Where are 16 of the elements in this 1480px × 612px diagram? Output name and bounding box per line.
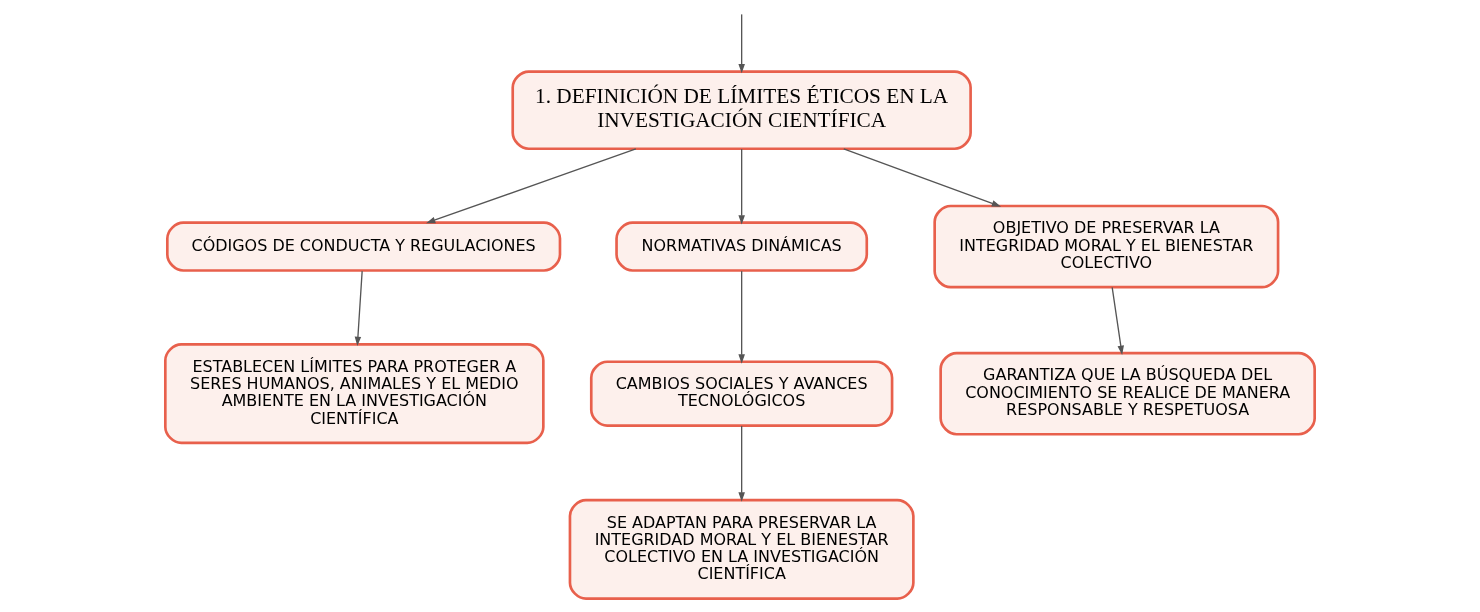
node-box: NORMATIVAS DINÁMICAS <box>615 221 869 272</box>
arrow <box>738 270 745 364</box>
node-box: CAMBIOS SOCIALES Y AVANCES TECNOLÓGICOS <box>589 360 894 427</box>
node-box: OBJETIVO DE PRESERVAR LA INTEGRIDAD MORAL Y EL BIENESTAR COLECTIVO <box>933 204 1280 289</box>
arrow <box>738 425 745 502</box>
arrow <box>738 148 745 225</box>
node-box: GARANTIZA QUE LA BÚSQUEDA DEL CONOCIMIENTO SE REALICE DE MANERA RESPONSABLE Y RESPETUOSA <box>939 351 1316 436</box>
arrow <box>426 148 637 224</box>
node-box: CÓDIGOS DE CONDUCTA Y REGULACIONES <box>166 221 562 272</box>
arrow <box>1111 286 1124 355</box>
node-box: 1. DEFINICIÓN DE LÍMITES ÉTICOS EN LA INVESTIGACIÓN CIENTÍFICA <box>511 70 972 151</box>
node-box: SE ADAPTAN PARA PRESERVAR LA INTEGRIDAD MORAL Y EL BIENESTAR COLECTIVO EN LA INVESTIGACIÓN CIENTÍFICA <box>568 498 915 600</box>
arrow <box>354 270 363 347</box>
arrow <box>738 13 745 74</box>
node-box: ESTABLECEN LÍMITES PARA PROTEGER A SERES HUMANOS, ANIMALES Y EL MEDIO AMBIENTE EN LA INVESTIGACIÓN CIENTÍFICA <box>164 343 545 445</box>
arrow <box>843 148 1002 207</box>
